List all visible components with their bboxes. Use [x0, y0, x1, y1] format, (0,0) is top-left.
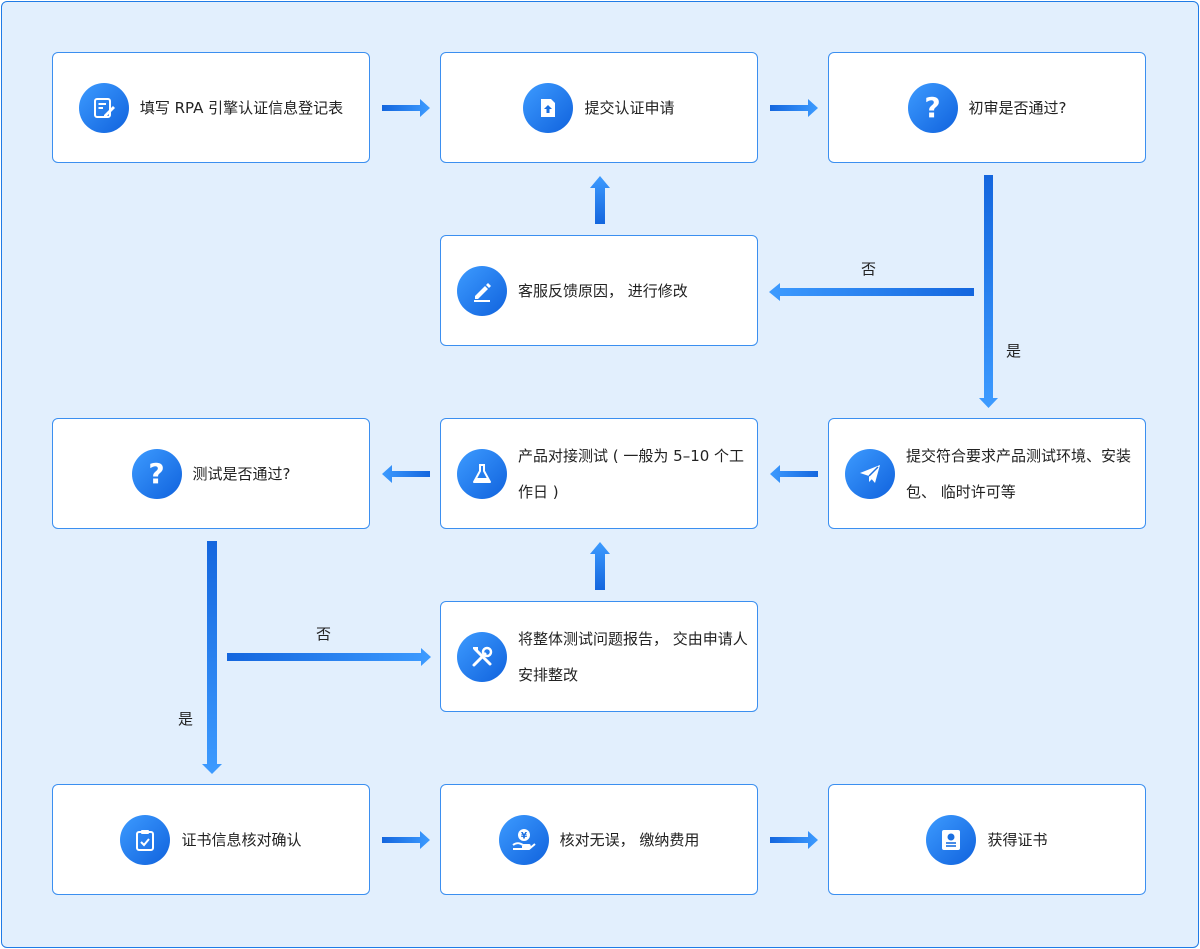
- step-submit: 提交认证申请: [440, 52, 758, 163]
- arrow-review-down-yes: [979, 175, 998, 408]
- step-report-label: 将整体测试问题报告， 交由申请人安排整改: [518, 629, 748, 684]
- step-test-passed-label: 测试是否通过?: [192, 464, 291, 483]
- step-review: ? 初审是否通过?: [828, 52, 1146, 163]
- clipboard-check-icon: [120, 814, 171, 865]
- step-feedback-label: 客服反馈原因， 进行修改: [518, 281, 688, 300]
- review-no-label: 否: [861, 260, 877, 278]
- step-pay: ¥ 核对无误， 缴纳费用: [440, 784, 758, 895]
- arrow-test-to-testpassed: [382, 465, 430, 483]
- upload-icon: [523, 82, 574, 133]
- flask-icon: [457, 448, 507, 499]
- step-test-passed: ? 测试是否通过?: [52, 418, 370, 529]
- arrow-fill-to-submit: [382, 99, 430, 117]
- step-submit-env: 提交符合要求产品测试环境、安装包、 临时许可等: [828, 418, 1146, 529]
- question-icon: ?: [131, 448, 182, 499]
- arrow-feedback-to-submit: [590, 176, 610, 224]
- certificate-icon: [926, 814, 977, 865]
- step-get-cert: 获得证书: [828, 784, 1146, 895]
- test-no-label: 否: [316, 625, 332, 643]
- step-review-label: 初审是否通过?: [968, 98, 1067, 117]
- arrow-submit-to-review: [770, 99, 818, 117]
- arrow-testpassed-no-to-report: [227, 648, 431, 666]
- step-submit-env-label: 提交符合要求产品测试环境、安装包、 临时许可等: [906, 446, 1132, 501]
- paper-plane-icon: [845, 448, 895, 499]
- step-submit-label: 提交认证申请: [584, 98, 675, 117]
- arrow-testpassed-down-yes: [202, 541, 222, 774]
- tools-icon: [457, 631, 507, 682]
- pencil-icon: [457, 265, 507, 316]
- step-get-cert-label: 获得证书: [987, 830, 1048, 849]
- step-test-label: 产品对接测试 ( 一般为 5–10 个工作日 ): [518, 446, 745, 501]
- step-test: 产品对接测试 ( 一般为 5–10 个工作日 ): [440, 418, 758, 529]
- review-yes-label: 是: [1006, 342, 1022, 360]
- arrow-report-to-test: [590, 542, 610, 590]
- step-verify: 证书信息核对确认: [52, 784, 370, 895]
- step-verify-label: 证书信息核对确认: [181, 830, 302, 849]
- test-yes-label: 是: [178, 710, 194, 728]
- step-fill-form: 填写 RPA 引擎认证信息登记表: [52, 52, 370, 163]
- arrow-verify-to-pay: [382, 831, 430, 849]
- arrow-env-to-test: [770, 465, 818, 483]
- step-report: 将整体测试问题报告， 交由申请人安排整改: [440, 601, 758, 712]
- payment-hand-icon: ¥: [498, 814, 549, 865]
- edit-form-icon: [78, 82, 129, 133]
- step-feedback: 客服反馈原因， 进行修改: [440, 235, 758, 346]
- step-fill-form-label: 填写 RPA 引擎认证信息登记表: [139, 98, 344, 117]
- arrow-pay-to-cert: [770, 831, 818, 849]
- question-icon: ?: [907, 82, 958, 133]
- svg-text:¥: ¥: [520, 831, 527, 841]
- step-pay-label: 核对无误， 缴纳费用: [559, 830, 700, 849]
- arrow-review-no-to-feedback: [769, 283, 974, 301]
